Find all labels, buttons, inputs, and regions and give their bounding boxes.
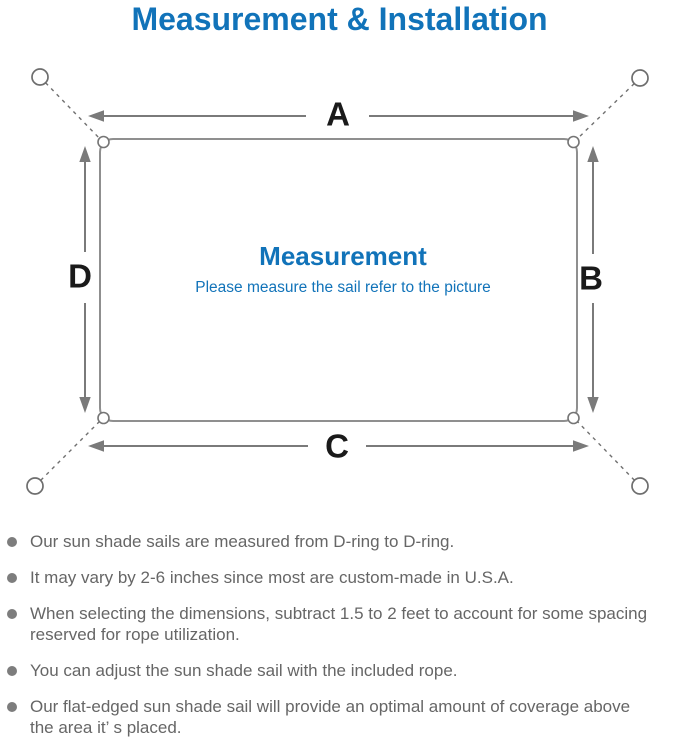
dimension-arrow-b — [587, 146, 599, 413]
measurement-subtitle: Please measure the sail refer to the pic… — [195, 279, 491, 296]
rope-line-top-right — [573, 77, 641, 143]
arrowhead-right-icon — [573, 440, 589, 452]
dimension-label-a: A — [326, 95, 350, 133]
arrowhead-right-icon — [573, 110, 589, 122]
note-item: It may vary by 2-6 inches since most are… — [7, 567, 667, 588]
note-text: You can adjust the sun shade sail with t… — [30, 661, 458, 680]
note-text: When selecting the dimensions, subtract … — [30, 604, 648, 644]
bullet-dot-icon — [7, 572, 17, 583]
notes-list: Our sun shade sails are measured from D-… — [7, 531, 667, 739]
d-ring-icon-bottom-right — [567, 411, 580, 425]
measurement-heading: Measurement — [259, 241, 427, 271]
rope-line-bottom-right — [573, 417, 641, 487]
dimension-label-d: D — [68, 257, 92, 295]
note-item: When selecting the dimensions, subtract … — [7, 603, 667, 645]
bullet-dot-icon — [7, 608, 17, 619]
dimension-label-b: B — [579, 259, 603, 297]
anchor-rings — [26, 68, 649, 495]
arrowhead-up-icon — [587, 146, 599, 162]
d-ring-icon-top-right — [567, 135, 580, 149]
sail-corner-d-rings — [97, 135, 580, 425]
rope-line-top-left — [39, 76, 104, 143]
note-text: Our sun shade sails are measured from D-… — [30, 532, 455, 551]
note-item: Our sun shade sails are measured from D-… — [7, 531, 667, 552]
rope-lines — [34, 76, 641, 487]
arrowhead-down-icon — [79, 397, 91, 413]
bullet-dot-icon — [7, 536, 17, 547]
d-ring-icon-bottom-left — [97, 411, 110, 425]
bullet-dot-icon — [7, 701, 17, 712]
anchor-ring-icon-bottom-left — [26, 477, 44, 495]
anchor-ring-icon-top-left — [31, 68, 49, 86]
note-item: You can adjust the sun shade sail with t… — [7, 660, 667, 681]
note-item: Our flat-edged sun shade sail will provi… — [7, 696, 667, 738]
arrowhead-left-icon — [88, 440, 104, 452]
dimension-label-c: C — [325, 427, 349, 465]
dimension-arrow-c — [88, 440, 589, 452]
arrowhead-left-icon — [88, 110, 104, 122]
arrowhead-down-icon — [587, 397, 599, 413]
note-text: It may vary by 2-6 inches since most are… — [30, 568, 514, 587]
anchor-ring-icon-bottom-right — [631, 477, 649, 495]
note-text: Our flat-edged sun shade sail will provi… — [30, 697, 631, 737]
dimension-arrow-d — [79, 146, 91, 413]
d-ring-icon-top-left — [97, 135, 110, 149]
rope-line-bottom-left — [34, 417, 104, 487]
dimension-arrow-a — [88, 110, 589, 122]
measurement-diagram — [26, 68, 649, 495]
arrowhead-up-icon — [79, 146, 91, 162]
anchor-ring-icon-top-right — [631, 69, 649, 87]
page-title: Measurement & Installation — [131, 1, 548, 37]
bullet-dot-icon — [7, 665, 17, 676]
sail-outline — [99, 138, 578, 422]
sail-center-text: Measurement Please measure the sail refe… — [195, 241, 491, 297]
